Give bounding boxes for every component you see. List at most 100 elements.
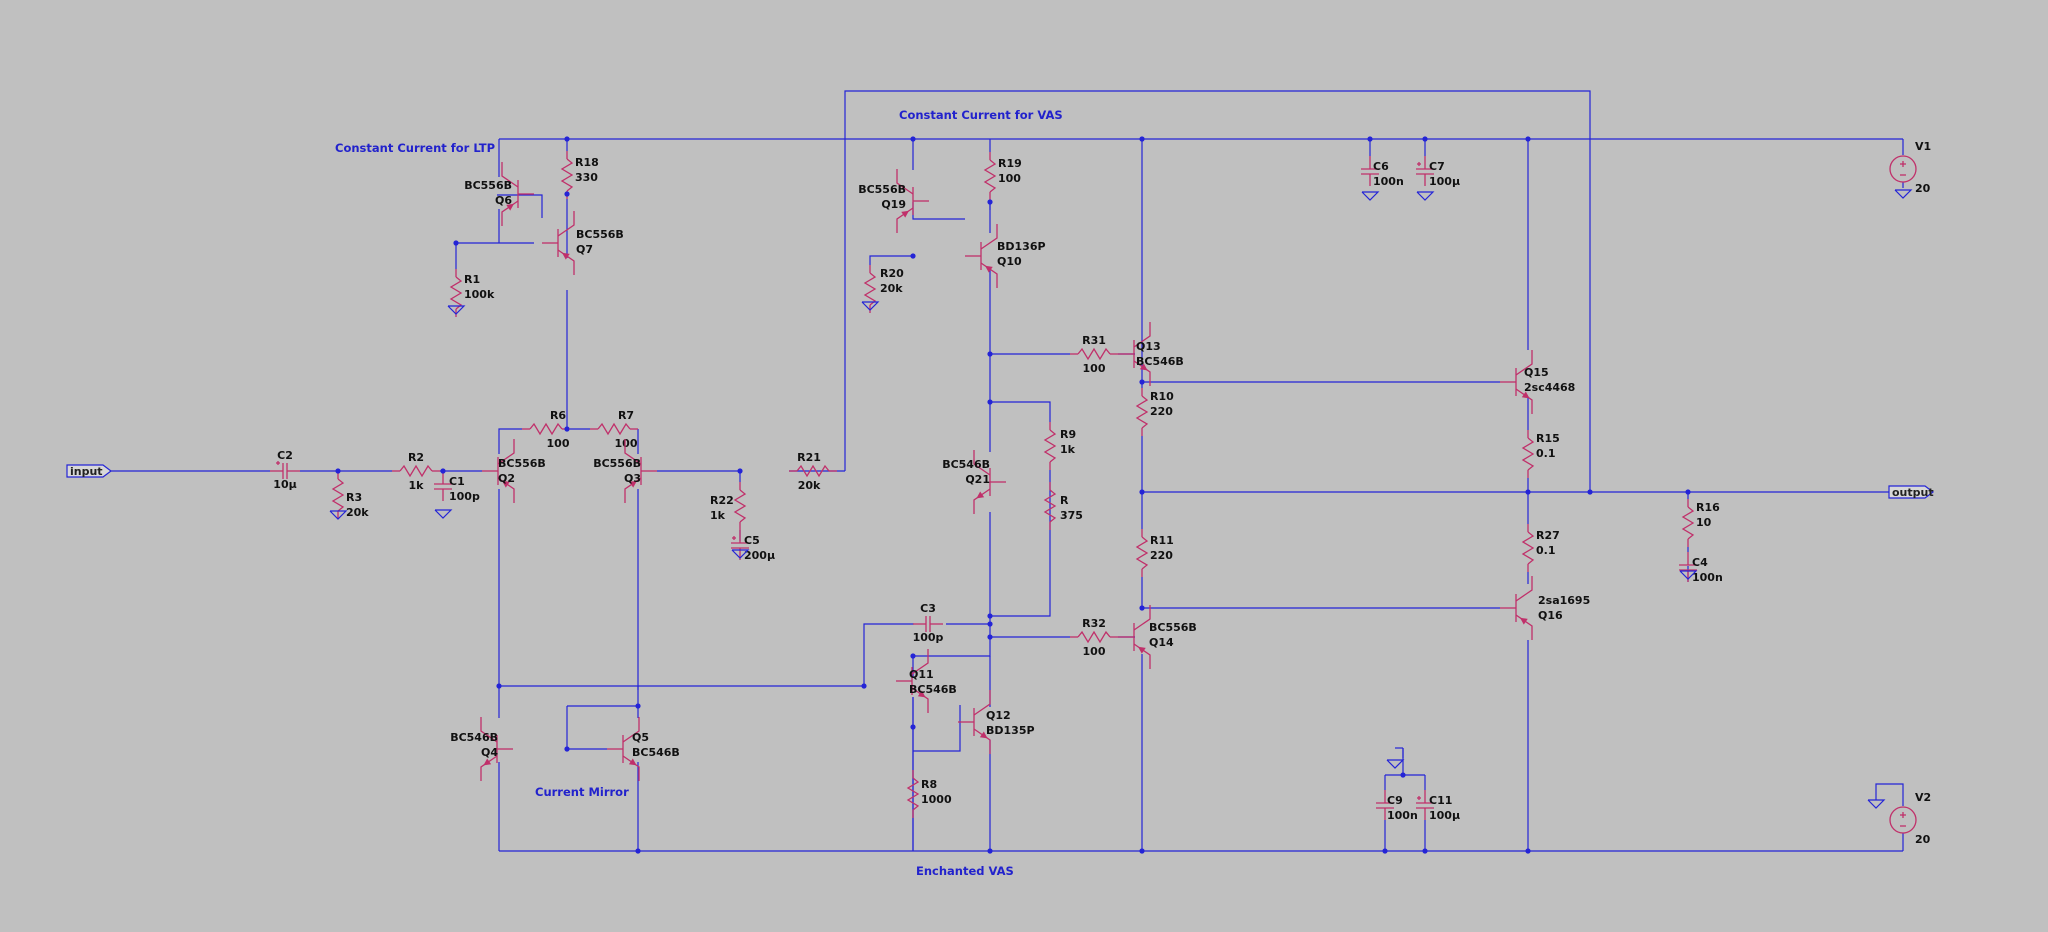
part-ref-r10: R10 [1150, 390, 1174, 403]
comment-ltp: Constant Current for LTP [335, 141, 495, 155]
junction-dot [987, 621, 993, 627]
part-value-r7: 100 [615, 437, 638, 450]
part-value-q5: BC546B [632, 746, 680, 759]
junction-dot [1139, 489, 1145, 495]
junction-dot [987, 199, 993, 205]
part-value-q14: BC556B [1149, 621, 1197, 634]
junction-dot [1400, 772, 1406, 778]
part-value-c9: 100n [1387, 809, 1418, 822]
junction-dot [1525, 136, 1531, 142]
part-ref-r31: R31 [1082, 334, 1106, 347]
part-value-r3: 20k [346, 506, 369, 519]
junction-dot [1422, 136, 1428, 142]
part-value-r: 375 [1060, 509, 1083, 522]
part-ref-r: R [1060, 494, 1069, 507]
ground-symbol [731, 549, 750, 559]
transistor-q3: BC556B Q3 [593, 439, 657, 503]
part-ref-r3: R3 [346, 491, 362, 504]
part-ref-c9: C9 [1387, 794, 1403, 807]
part-ref-q19: Q19 [881, 198, 906, 211]
ground-symbol [1894, 189, 1913, 199]
ground-symbol [1361, 191, 1380, 201]
part-ref-c4: C4 [1692, 556, 1708, 569]
part-value-r2: 1k [409, 479, 425, 492]
part-value-r27: 0.1 [1536, 544, 1556, 557]
part-value-r1: 100k [464, 288, 495, 301]
part-value-q3: BC556B [593, 457, 641, 470]
ground-symbol [329, 510, 348, 520]
part-value-r10: 220 [1150, 405, 1173, 418]
part-ref-r7: R7 [618, 409, 634, 422]
part-ref-c5: C5 [744, 534, 760, 547]
part-value-r18: 330 [575, 171, 598, 184]
junction-dot [1139, 605, 1145, 611]
part-ref-q12: Q12 [986, 709, 1011, 722]
part-ref-v2: V2 [1915, 791, 1931, 804]
junction-dot [1139, 136, 1145, 142]
part-ref-q7: Q7 [576, 243, 593, 256]
part-value-q15: 2sc4468 [1524, 381, 1575, 394]
part-value-q6: BC556B [464, 179, 512, 192]
junction-dot [861, 683, 867, 689]
part-value-r15: 0.1 [1536, 447, 1556, 460]
part-value-c7: 100µ [1429, 175, 1460, 188]
part-value-r20: 20k [880, 282, 903, 295]
resistor-r7: R7 100 [590, 409, 638, 450]
junction-dot [1587, 489, 1593, 495]
junction-dot [987, 613, 993, 619]
part-value-q19: BC556B [858, 183, 906, 196]
part-value-c6: 100n [1373, 175, 1404, 188]
ground-symbol [1679, 570, 1698, 580]
part-ref-q3: Q3 [624, 472, 641, 485]
part-value-c2: 10µ [273, 478, 296, 491]
part-value-q12: BD135P [986, 724, 1035, 737]
part-ref-q2: Q2 [498, 472, 515, 485]
part-ref-q16: Q16 [1538, 609, 1563, 622]
part-ref-r9: R9 [1060, 428, 1076, 441]
part-ref-r6: R6 [550, 409, 566, 422]
part-value-r16: 10 [1696, 516, 1712, 529]
part-ref-q5: Q5 [632, 731, 649, 744]
part-ref-q21: Q21 [965, 473, 990, 486]
junction-dot [335, 468, 341, 474]
part-value-c1: 100p [449, 490, 480, 503]
part-ref-r27: R27 [1536, 529, 1560, 542]
part-ref-q6: Q6 [495, 194, 512, 207]
junction-dot [910, 253, 916, 259]
transistor-q12: BD135P Q12 [958, 690, 1035, 754]
ground-symbol [1416, 191, 1435, 201]
part-value-c4: 100n [1692, 571, 1723, 584]
part-value-q13: BC546B [1136, 355, 1184, 368]
part-ref-q13: Q13 [1136, 340, 1161, 353]
part-ref-r21: R21 [797, 451, 821, 464]
junction-dot [1367, 136, 1373, 142]
comment-vas: Constant Current for VAS [899, 108, 1063, 122]
junction-dot [564, 746, 570, 752]
capacitor-c4: C4 100n [1679, 552, 1723, 584]
junction-dot [1422, 848, 1428, 854]
comment-current-mirror: Current Mirror [535, 785, 629, 799]
junction-dot [564, 136, 570, 142]
junction-dot [496, 683, 502, 689]
part-ref-r18: R18 [575, 156, 599, 169]
part-value-r11: 220 [1150, 549, 1173, 562]
part-ref-r8: R8 [921, 778, 937, 791]
